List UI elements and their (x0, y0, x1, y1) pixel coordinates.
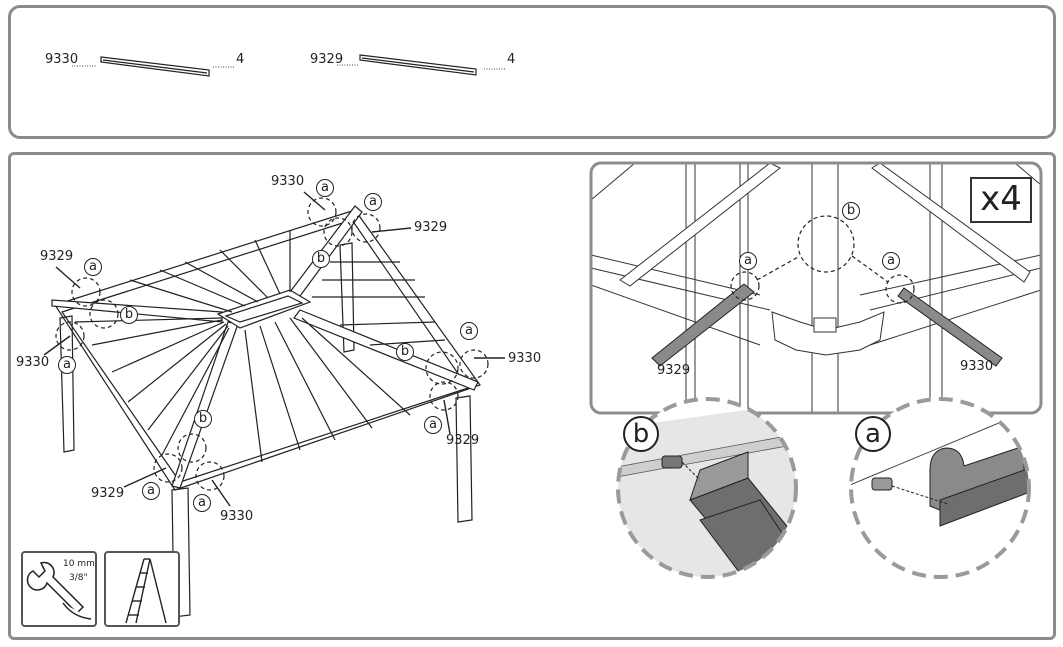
detail-b-label: b (623, 416, 659, 452)
callout-a-left-1: a (84, 258, 102, 276)
ladder-tool-box (104, 551, 180, 627)
part-quantity-9330: 4 (236, 52, 245, 67)
label-top-9330: 9330 (271, 174, 305, 189)
label-top-9329: 9329 (414, 220, 448, 235)
label-bottom-9329: 9329 (91, 486, 125, 501)
part-number-9329: 9329 (310, 52, 344, 67)
part-quantity-9329: 4 (507, 52, 516, 67)
callout-a-top-2: a (364, 193, 382, 211)
label-left-9330: 9330 (16, 355, 50, 370)
quantity-multiplier: x4 (970, 177, 1032, 223)
callout-a-left-2: a (58, 356, 76, 374)
wrench-size-mm: 10 mm (63, 559, 95, 569)
inset-label-9329: 9329 (657, 363, 691, 378)
callout-a-top-1: a (316, 179, 334, 197)
inset-callout-a-right: a (882, 252, 900, 270)
callout-a-right-1: a (460, 322, 478, 340)
parts-list-panel (8, 5, 1056, 139)
detail-a-label: a (855, 416, 891, 452)
wrench-icon (26, 561, 92, 620)
wrench-size-in: 3/8" (69, 573, 88, 583)
label-right-9329: 9329 (446, 433, 480, 448)
callout-a-right-2: a (424, 416, 442, 434)
inset-label-9330: 9330 (960, 359, 994, 374)
label-right-9330: 9330 (508, 351, 542, 366)
label-left-9329: 9329 (40, 249, 74, 264)
wrench-tool-box: 10 mm 3/8" (21, 551, 97, 627)
inset-callout-a-left: a (739, 252, 757, 270)
ladder-icon (125, 558, 167, 624)
inset-callout-b: b (842, 202, 860, 220)
part-number-9330: 9330 (45, 52, 79, 67)
callout-b-left: b (120, 306, 138, 324)
callout-b-bottom: b (194, 410, 212, 428)
callout-a-bottom-2: a (193, 494, 211, 512)
callout-b-top: b (312, 250, 330, 268)
callout-a-bottom-1: a (142, 482, 160, 500)
callout-b-right: b (396, 343, 414, 361)
label-bottom-9330: 9330 (220, 509, 254, 524)
